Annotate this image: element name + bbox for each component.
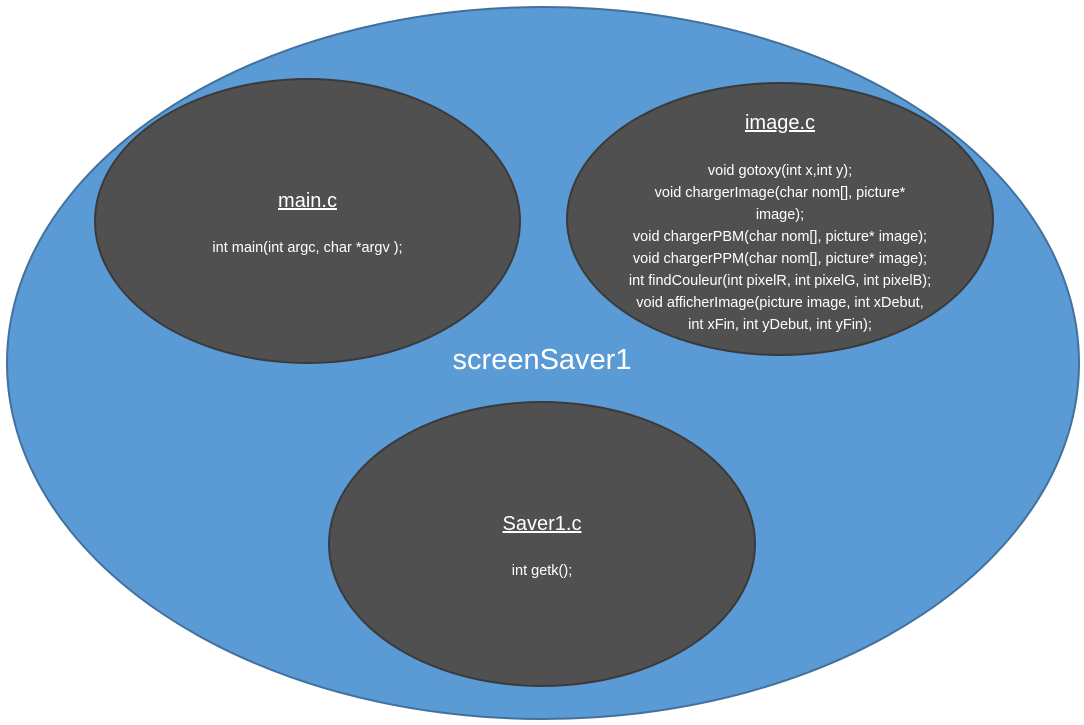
function-signature: void chargerPBM(char nom[], picture* ima… xyxy=(632,229,928,245)
module-body: void gotoxy(int x,int y); void chargerIm… xyxy=(596,160,964,336)
module-title: image.c xyxy=(744,112,816,134)
outer-label: screenSaver1 xyxy=(452,344,632,376)
function-signature: void gotoxy(int x,int y); xyxy=(707,163,853,179)
function-signature: void afficherImage(picture image, int xD… xyxy=(636,295,924,311)
function-signature: int getk(); xyxy=(511,563,573,579)
module-image-c: image.c void gotoxy(int x,int y); void c… xyxy=(566,82,994,356)
function-signature: void chargerImage(char nom[], picture* xyxy=(654,185,906,201)
function-signature: int findCouleur(int pixelR, int pixelG, … xyxy=(628,273,932,289)
module-saver1-c: Saver1.c int getk(); xyxy=(328,401,756,687)
module-body: int getk(); xyxy=(370,560,714,582)
function-signature: int main(int argc, char *argv ); xyxy=(212,240,403,256)
module-body: int main(int argc, char *argv ); xyxy=(136,237,479,259)
module-main-c: main.c int main(int argc, char *argv ); xyxy=(94,78,521,364)
function-signature: int xFin, int yDebut, int yFin); xyxy=(688,317,872,333)
function-signature: image); xyxy=(755,207,805,223)
module-title: main.c xyxy=(278,190,337,212)
function-signature: void chargerPPM(char nom[], picture* ima… xyxy=(632,251,928,267)
module-title: Saver1.c xyxy=(502,513,582,535)
